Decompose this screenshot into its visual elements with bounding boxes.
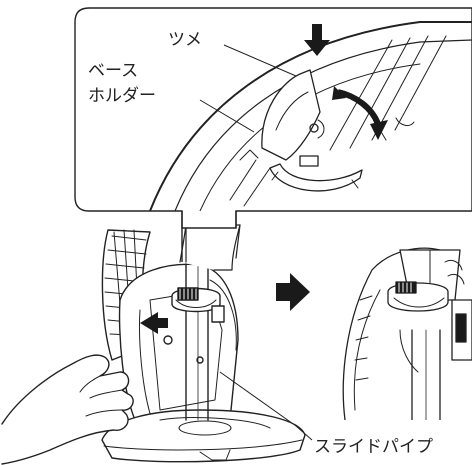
detail-callout: ツメ ベース ホルダー — [74, 7, 472, 262]
slide-pipe — [179, 224, 241, 421]
claw-leader-line — [223, 44, 297, 77]
right-detail-illustration — [342, 247, 472, 420]
curved-rotate-arrow-icon — [332, 86, 388, 140]
base-holder-label-line1: ベース — [88, 61, 138, 81]
base-holder-leader-line — [199, 99, 255, 133]
hand-push-arrow-icon — [140, 312, 168, 334]
press-down-arrow-icon — [304, 24, 330, 56]
slide-pipe-label: スライドパイプ — [314, 437, 433, 457]
fan-main-illustration — [1, 224, 306, 465]
hand-illustration — [1, 354, 134, 465]
base-holder-label-line2: ホルダー — [88, 86, 156, 106]
base-holder — [171, 287, 225, 323]
slide-pipe-leader-line — [219, 371, 313, 441]
claw-label: ツメ — [168, 30, 202, 50]
step-right-arrow-icon — [276, 273, 310, 311]
